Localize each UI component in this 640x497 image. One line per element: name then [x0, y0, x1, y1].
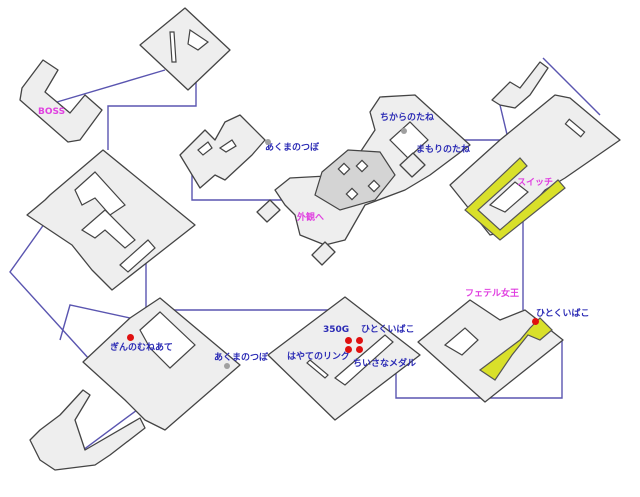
treasure-marker — [532, 318, 539, 325]
room-boss — [19, 59, 103, 143]
label-akuma-tsubo-1: あくまのつぼ — [265, 143, 320, 153]
label-gin-muneate: ぎんのむねあて — [110, 343, 173, 353]
room-top — [139, 7, 231, 91]
treasure-marker — [345, 346, 352, 353]
treasure-marker — [356, 346, 363, 353]
label-fetel-queen: フェテル女王 — [465, 289, 520, 299]
label-chiisana-medal: ちいさなメダル — [353, 359, 417, 369]
link-boss-room — [56, 69, 166, 103]
label-hitokui-bako-2: ひとくいばこ — [361, 325, 415, 335]
label-gold: 350G — [323, 325, 350, 335]
pot-marker — [265, 139, 271, 145]
label-gaikan: 外観へ — [297, 213, 325, 223]
room-ginno — [29, 297, 241, 471]
treasure-marker — [127, 334, 134, 341]
link-top-right — [542, 57, 601, 116]
pot-marker — [224, 363, 230, 369]
room-maze — [26, 149, 196, 291]
label-switch: スイッチ — [517, 178, 554, 188]
treasure-marker — [345, 337, 352, 344]
room-akuma-upper — [179, 114, 266, 189]
label-hitokui-bako-1: ひとくいばこ — [536, 309, 590, 319]
label-hayate-ring: はやてのリング — [287, 352, 351, 362]
pot-marker — [401, 128, 407, 134]
label-mamori-tane: まもりのたね — [416, 145, 471, 155]
link-ginno — [59, 304, 131, 341]
label-akuma-tsubo-2: あくまのつぼ — [214, 353, 269, 363]
room-central-cave — [256, 94, 471, 266]
label-chikara-tane: ちからのたね — [380, 113, 435, 123]
link-bottom-left — [82, 409, 138, 451]
treasure-marker — [356, 337, 363, 344]
room-switch — [449, 61, 621, 241]
room-fetel — [417, 299, 564, 403]
label-boss: BOSS — [38, 107, 66, 117]
link-bottom-right — [395, 340, 563, 399]
link-akuma-room — [191, 173, 318, 201]
room-gold — [267, 296, 421, 421]
